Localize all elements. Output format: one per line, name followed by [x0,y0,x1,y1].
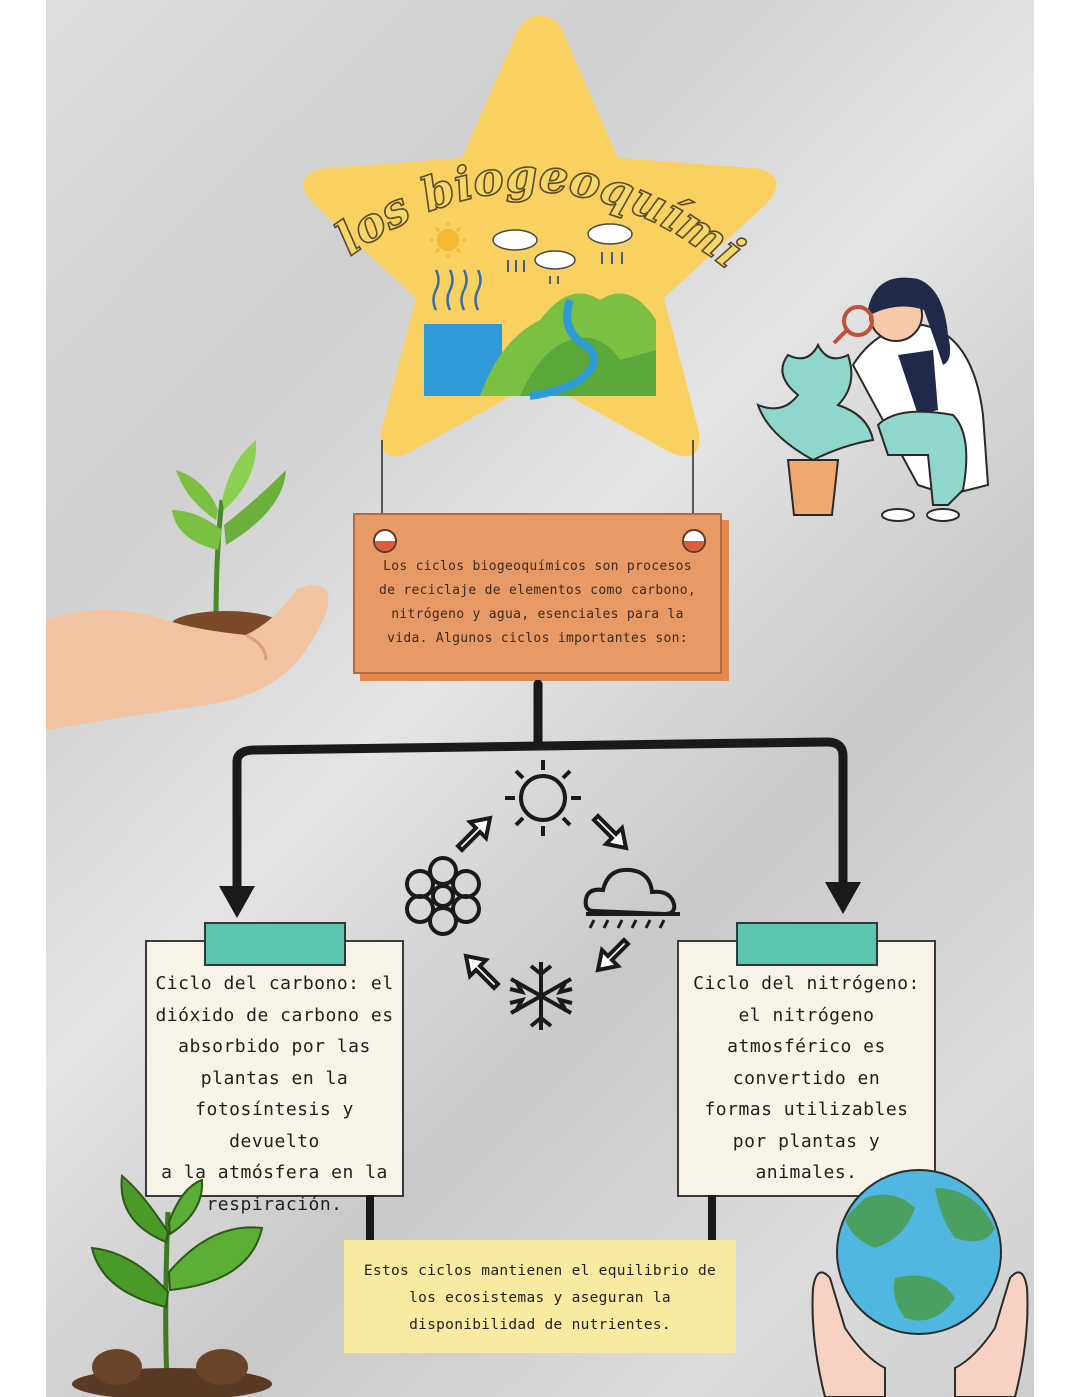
flower-icon [405,856,481,936]
tape-decoration [736,922,878,966]
cloud-rain-icon [583,867,680,929]
connector-arrows [219,680,861,918]
pin-icon [373,529,397,553]
earth-hands-illustration [811,1169,1029,1397]
carbon-line: dióxido de carbono es [155,1004,394,1026]
intro-text: Los ciclos biogeoquímicos son procesos d… [365,555,710,651]
carbon-line: a la atmósfera en la [161,1162,388,1183]
carbon-line: absorbido por las [178,1036,371,1057]
plant-illustration [72,1174,272,1397]
cycle-icons [405,760,680,1030]
nitrogen-line: por plantas y [732,1130,881,1152]
carbon-cycle-card: Ciclo del carbono: el dióxido de carbono… [145,940,404,1215]
sun-icon [505,760,581,836]
sprout-hand-illustration [46,440,329,730]
conclusion-line: Estos ciclos mantienen el equilibrio de [363,1263,717,1279]
intro-line: nitrógeno y agua, esenciales para la [391,607,684,622]
carbon-line: Ciclo del carbono: el [155,973,394,994]
carbon-line: fotosíntesis y devuelto [195,1099,354,1152]
nitrogen-line: el nitrógeno [738,1004,875,1026]
title-star: Ciclos biogeoquímicos [300,8,777,457]
nitrogen-line: Ciclo del nitrógeno: [693,973,920,994]
nitrogen-cycle-card: Ciclo del nitrógeno: el nitrógeno atmosf… [677,940,936,1197]
conclusion-line: los ecosistemas y aseguran la [409,1290,671,1306]
intro-line: Los ciclos biogeoquímicos son procesos [383,559,692,574]
pin-icon [682,529,706,553]
arrow-icon [455,813,631,991]
carbon-line: plantas en la [200,1067,349,1089]
nitrogen-line: formas utilizables [704,1099,909,1120]
nitrogen-line: atmosférico es [727,1036,886,1057]
water-cycle-illustration [424,222,656,400]
snowflake-icon [509,962,573,1030]
tape-decoration [204,922,346,966]
intro-line: de reciclaje de elementos como carbono, [379,583,696,598]
carbon-line: respiración. [206,1193,343,1215]
conclusion-line: disponibilidad de nutrientes. [409,1317,671,1333]
intro-note: Los ciclos biogeoquímicos son procesos d… [353,513,722,674]
nitrogen-line: convertido en [732,1067,881,1089]
conclusion-note: Estos ciclos mantienen el equilibrio de … [344,1240,736,1353]
scientist-illustration [756,277,990,522]
intro-line: vida. Algunos ciclos importantes son: [387,631,688,646]
nitrogen-line: animales. [755,1162,858,1183]
